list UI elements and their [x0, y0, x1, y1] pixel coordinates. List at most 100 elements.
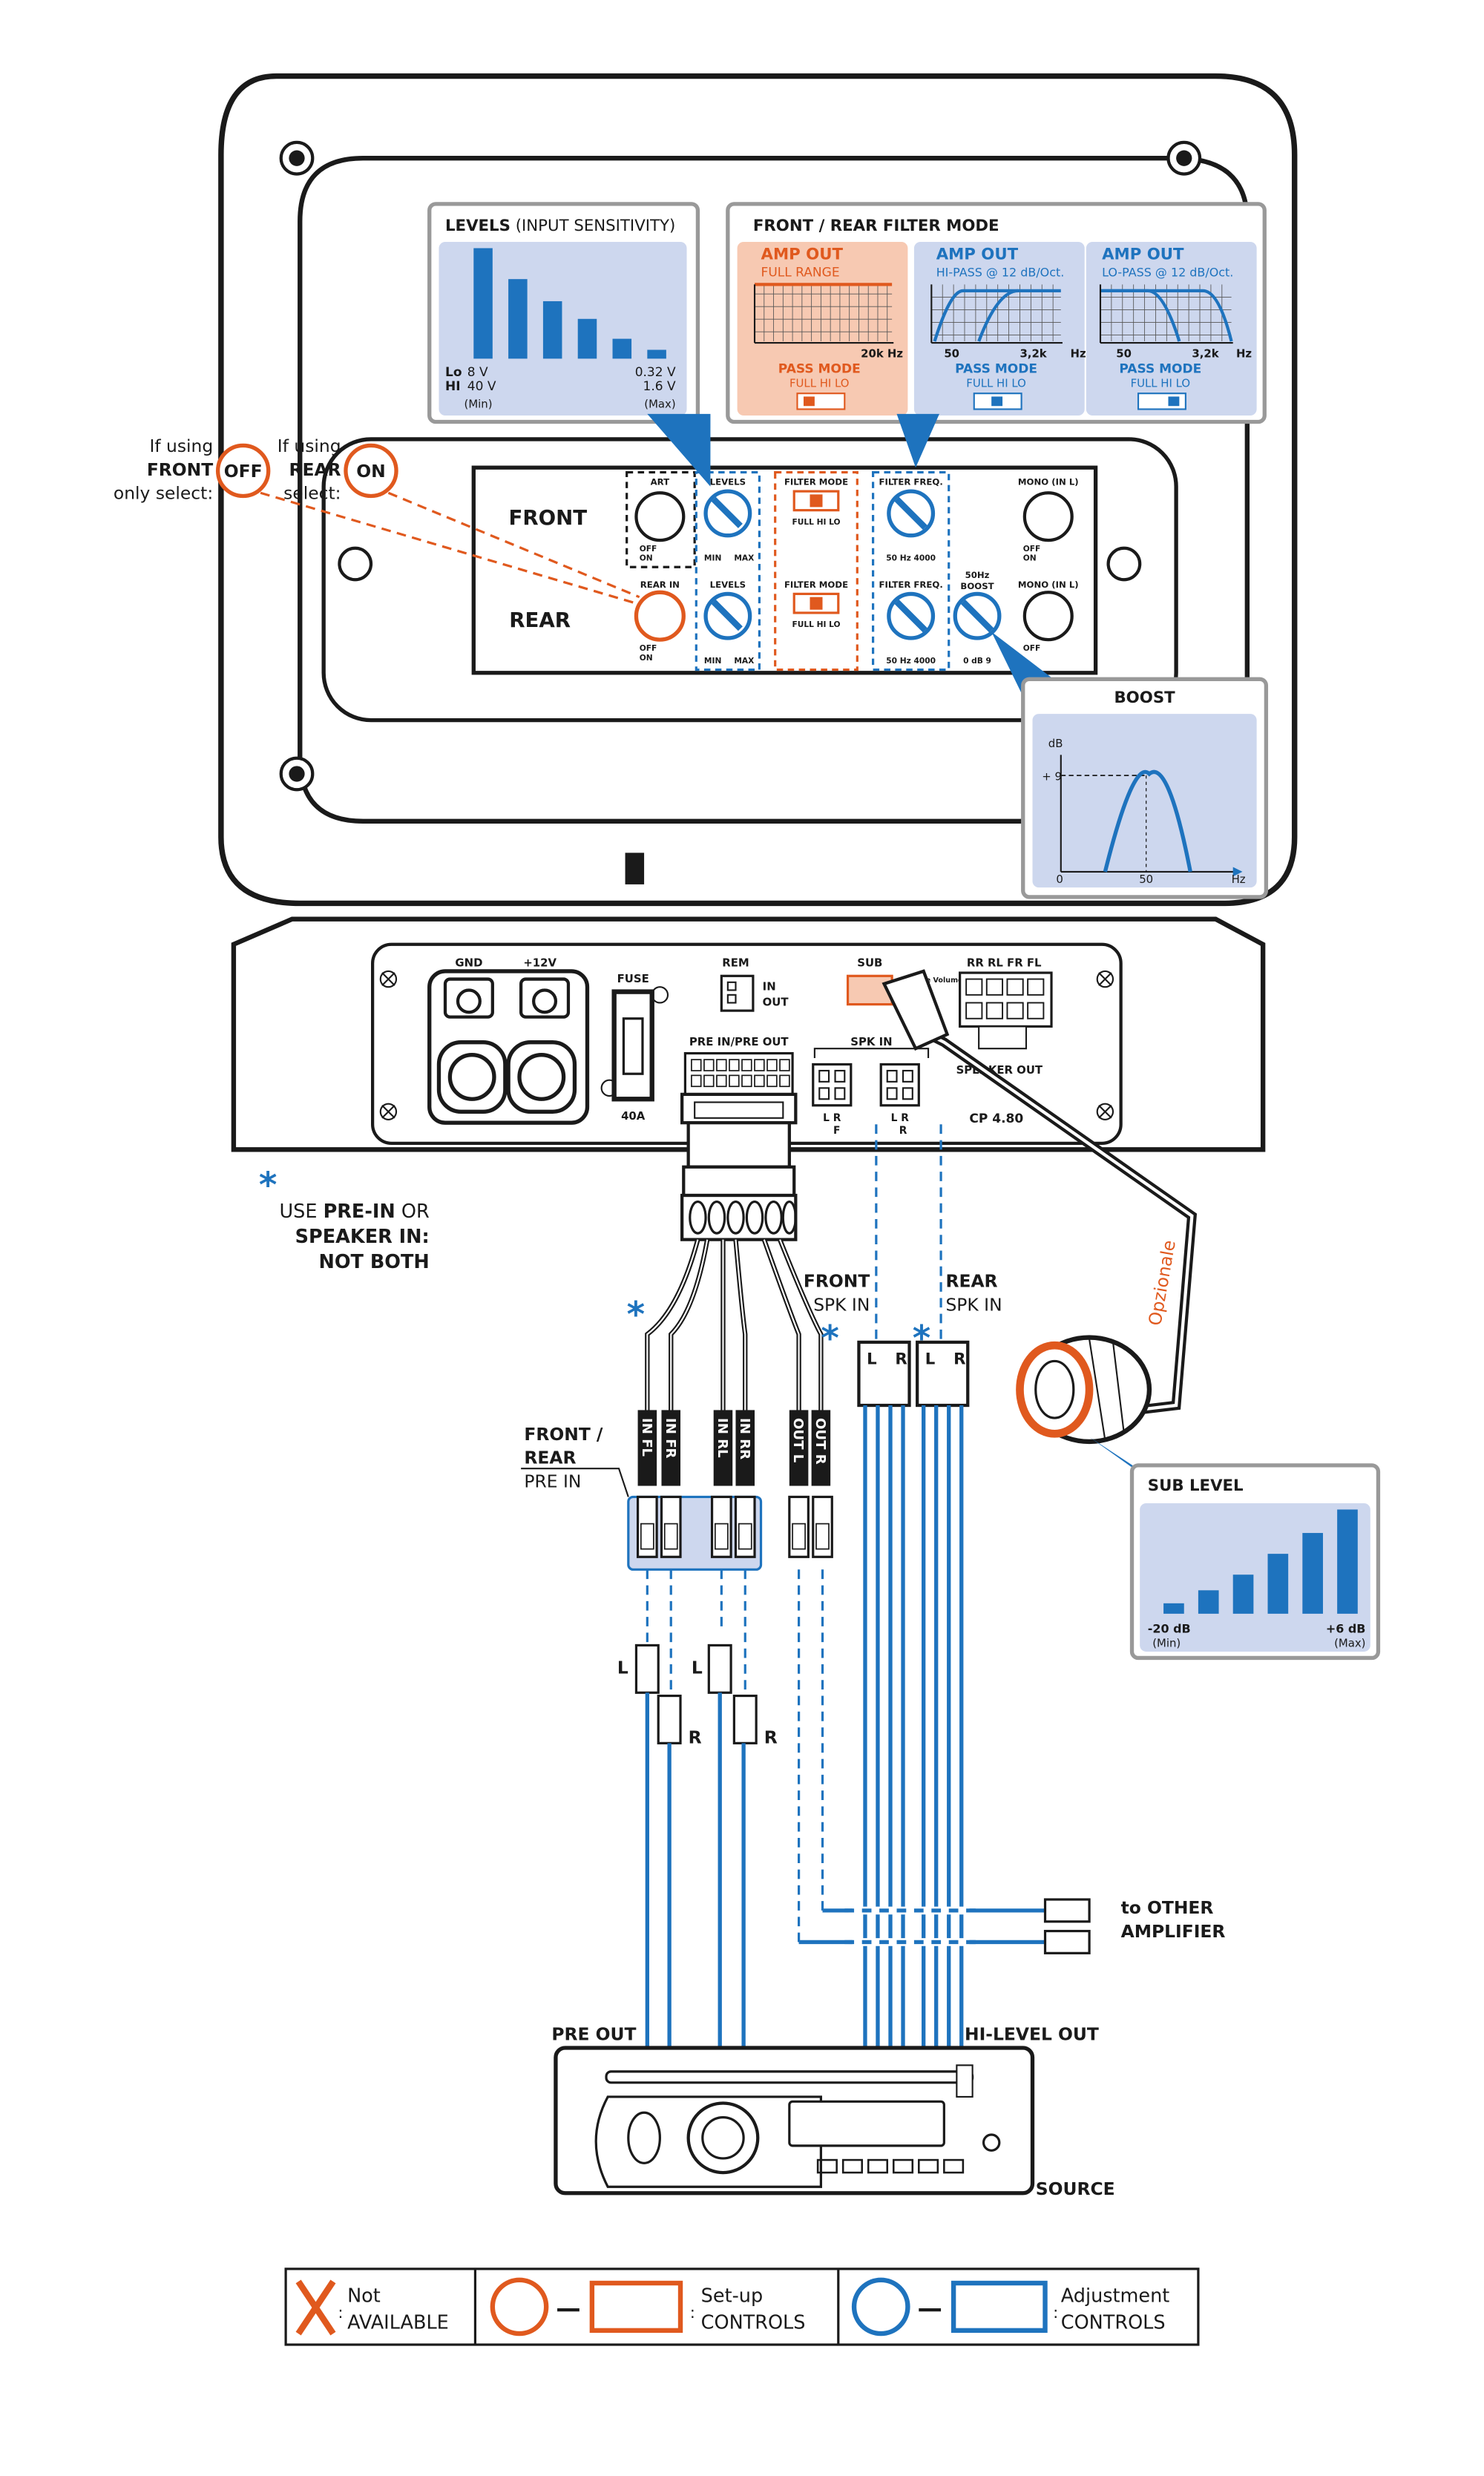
- svg-text:PASS MODE: PASS MODE: [1119, 362, 1201, 377]
- legend: : Not AVAILABLE : Set-up CONTROLS : Adju…: [284, 2268, 1200, 2346]
- levels-bar: [577, 318, 597, 359]
- svg-text:FULL HI LO: FULL HI LO: [792, 620, 840, 629]
- svg-text:R: R: [689, 1727, 702, 1747]
- cable-label: OUT R: [812, 1418, 828, 1465]
- art-switch[interactable]: [634, 491, 686, 542]
- svg-text:Set-up: Set-up: [701, 2285, 763, 2308]
- svg-text:HI-PASS @ 12 dB/Oct.: HI-PASS @ 12 dB/Oct.: [936, 266, 1065, 280]
- levels-bar: [508, 279, 528, 359]
- rear-in-switch[interactable]: [634, 590, 686, 642]
- sub-level-bar: [1198, 1590, 1219, 1614]
- svg-text:REAR IN: REAR IN: [640, 579, 680, 590]
- svg-text:L: L: [617, 1658, 628, 1678]
- svg-text:REM: REM: [722, 956, 749, 970]
- sub-level-bar: [1302, 1533, 1323, 1614]
- svg-text:REAR: REAR: [289, 459, 341, 480]
- svg-text:Hz: Hz: [1232, 873, 1246, 886]
- svg-text:Not: Not: [347, 2285, 381, 2308]
- svg-text:OFF: OFF: [224, 461, 263, 482]
- svg-text:-20 dB: -20 dB: [1148, 1621, 1191, 1635]
- svg-text:FULL HI LO: FULL HI LO: [789, 377, 850, 390]
- svg-text:1.6 V: 1.6 V: [643, 379, 676, 394]
- cable-label: IN FR: [663, 1418, 678, 1458]
- svg-text::: :: [690, 2304, 695, 2322]
- svg-text:ON: ON: [640, 554, 653, 563]
- svg-text:SUB LEVEL: SUB LEVEL: [1148, 1477, 1244, 1495]
- svg-text:L R: L R: [823, 1112, 841, 1124]
- svg-text:FULL HI LO: FULL HI LO: [966, 377, 1026, 390]
- sub-level-bar: [1232, 1574, 1254, 1614]
- front-levels-knob[interactable]: [703, 489, 752, 538]
- svg-text:MIN: MIN: [704, 554, 721, 563]
- svg-text:If using: If using: [278, 436, 341, 456]
- svg-text:OUT: OUT: [763, 996, 789, 1009]
- svg-text:Lo: Lo: [445, 365, 462, 380]
- cable-sleeve: [811, 1410, 831, 1486]
- svg-text:+6 dB: +6 dB: [1326, 1621, 1366, 1635]
- boost-callout: BOOST dB + 9 0 50 Hz: [991, 631, 1269, 899]
- svg-text:FILTER MODE: FILTER MODE: [784, 477, 848, 487]
- svg-text:50 Hz 4000: 50 Hz 4000: [886, 656, 936, 666]
- svg-text:MONO (IN L): MONO (IN L): [1018, 477, 1079, 487]
- sub-level-bar: [1337, 1509, 1358, 1614]
- svg-text:CP 4.80: CP 4.80: [969, 1111, 1023, 1126]
- fuse-holder: [611, 989, 654, 1102]
- rear-levels-knob[interactable]: [703, 591, 752, 640]
- svg-text:Remote Volume: Remote Volume: [900, 976, 963, 985]
- svg-text:GND: GND: [455, 956, 482, 970]
- filter-mode-callout: FRONT / REAR FILTER MODE AMP OUT FULL RA…: [726, 202, 1267, 468]
- cable-label: OUT L: [790, 1418, 806, 1463]
- svg-text:*: *: [259, 1166, 277, 1206]
- svg-text:50 Hz 4000: 50 Hz 4000: [886, 554, 936, 563]
- svg-text:FRONT /: FRONT /: [524, 1424, 603, 1445]
- front-filter-freq-knob[interactable]: [887, 489, 936, 538]
- svg-text:L: L: [925, 1350, 936, 1369]
- wiring-harness: Opzionale: [259, 969, 1225, 2050]
- svg-text:MONO (IN L): MONO (IN L): [1018, 579, 1079, 590]
- front-mono-switch[interactable]: [1022, 491, 1074, 542]
- cable-label: IN RR: [737, 1418, 752, 1459]
- svg-text:AMP OUT: AMP OUT: [936, 245, 1019, 263]
- svg-text:*: *: [821, 1319, 838, 1359]
- levels-bar: [473, 248, 493, 359]
- sub-level-remote-knob[interactable]: [1016, 1335, 1152, 1445]
- svg-text:NOT BOTH: NOT BOTH: [318, 1251, 429, 1273]
- svg-text:BOOST: BOOST: [960, 581, 994, 591]
- cable-sleeve: [661, 1410, 681, 1486]
- svg-text:*: *: [627, 1296, 645, 1336]
- svg-text:FILTER FREQ.: FILTER FREQ.: [879, 477, 943, 487]
- svg-text:R: R: [899, 1125, 907, 1137]
- svg-text:ON: ON: [640, 653, 653, 663]
- svg-text:FILTER MODE: FILTER MODE: [784, 579, 848, 590]
- svg-text:LEVELS: LEVELS: [710, 579, 746, 590]
- svg-text:R: R: [953, 1350, 965, 1369]
- svg-text:SOURCE: SOURCE: [1036, 2178, 1115, 2199]
- svg-text:MIN: MIN: [704, 656, 721, 666]
- svg-text:(Min): (Min): [1152, 1637, 1181, 1650]
- svg-text:OFF: OFF: [1023, 643, 1041, 653]
- cable-sleeve: [735, 1410, 755, 1486]
- rear-mono-switch[interactable]: [1022, 591, 1074, 642]
- select-note: If using FRONT only select: OFF If using…: [114, 436, 640, 605]
- rear-filter-freq-knob[interactable]: [887, 591, 936, 640]
- svg-text:If using: If using: [149, 436, 213, 456]
- svg-text:only select:: only select:: [114, 483, 213, 504]
- cable-sleeve: [713, 1410, 733, 1486]
- svg-text:BOOST: BOOST: [1114, 689, 1175, 707]
- svg-text:+ 9: + 9: [1042, 769, 1062, 783]
- sub-level-bar-chart: [1163, 1509, 1358, 1614]
- svg-text:R: R: [895, 1350, 907, 1369]
- svg-text:L R: L R: [891, 1112, 910, 1124]
- svg-text:0 dB 9: 0 dB 9: [963, 656, 991, 666]
- svg-text:FILTER FREQ.: FILTER FREQ.: [879, 579, 943, 590]
- svg-text:(Min): (Min): [464, 397, 493, 410]
- svg-text:LO-PASS @ 12 dB/Oct.: LO-PASS @ 12 dB/Oct.: [1102, 266, 1233, 280]
- setup-knob-icon: [490, 2277, 549, 2337]
- svg-text:50: 50: [1116, 347, 1132, 360]
- boost-knob[interactable]: [953, 591, 1002, 640]
- svg-text:LEVELS: LEVELS: [710, 477, 746, 487]
- svg-text:OFF: OFF: [1023, 544, 1041, 554]
- svg-text:FUSE: FUSE: [617, 972, 649, 985]
- sub-level-bar: [1267, 1554, 1289, 1614]
- svg-text:40A: 40A: [621, 1109, 646, 1123]
